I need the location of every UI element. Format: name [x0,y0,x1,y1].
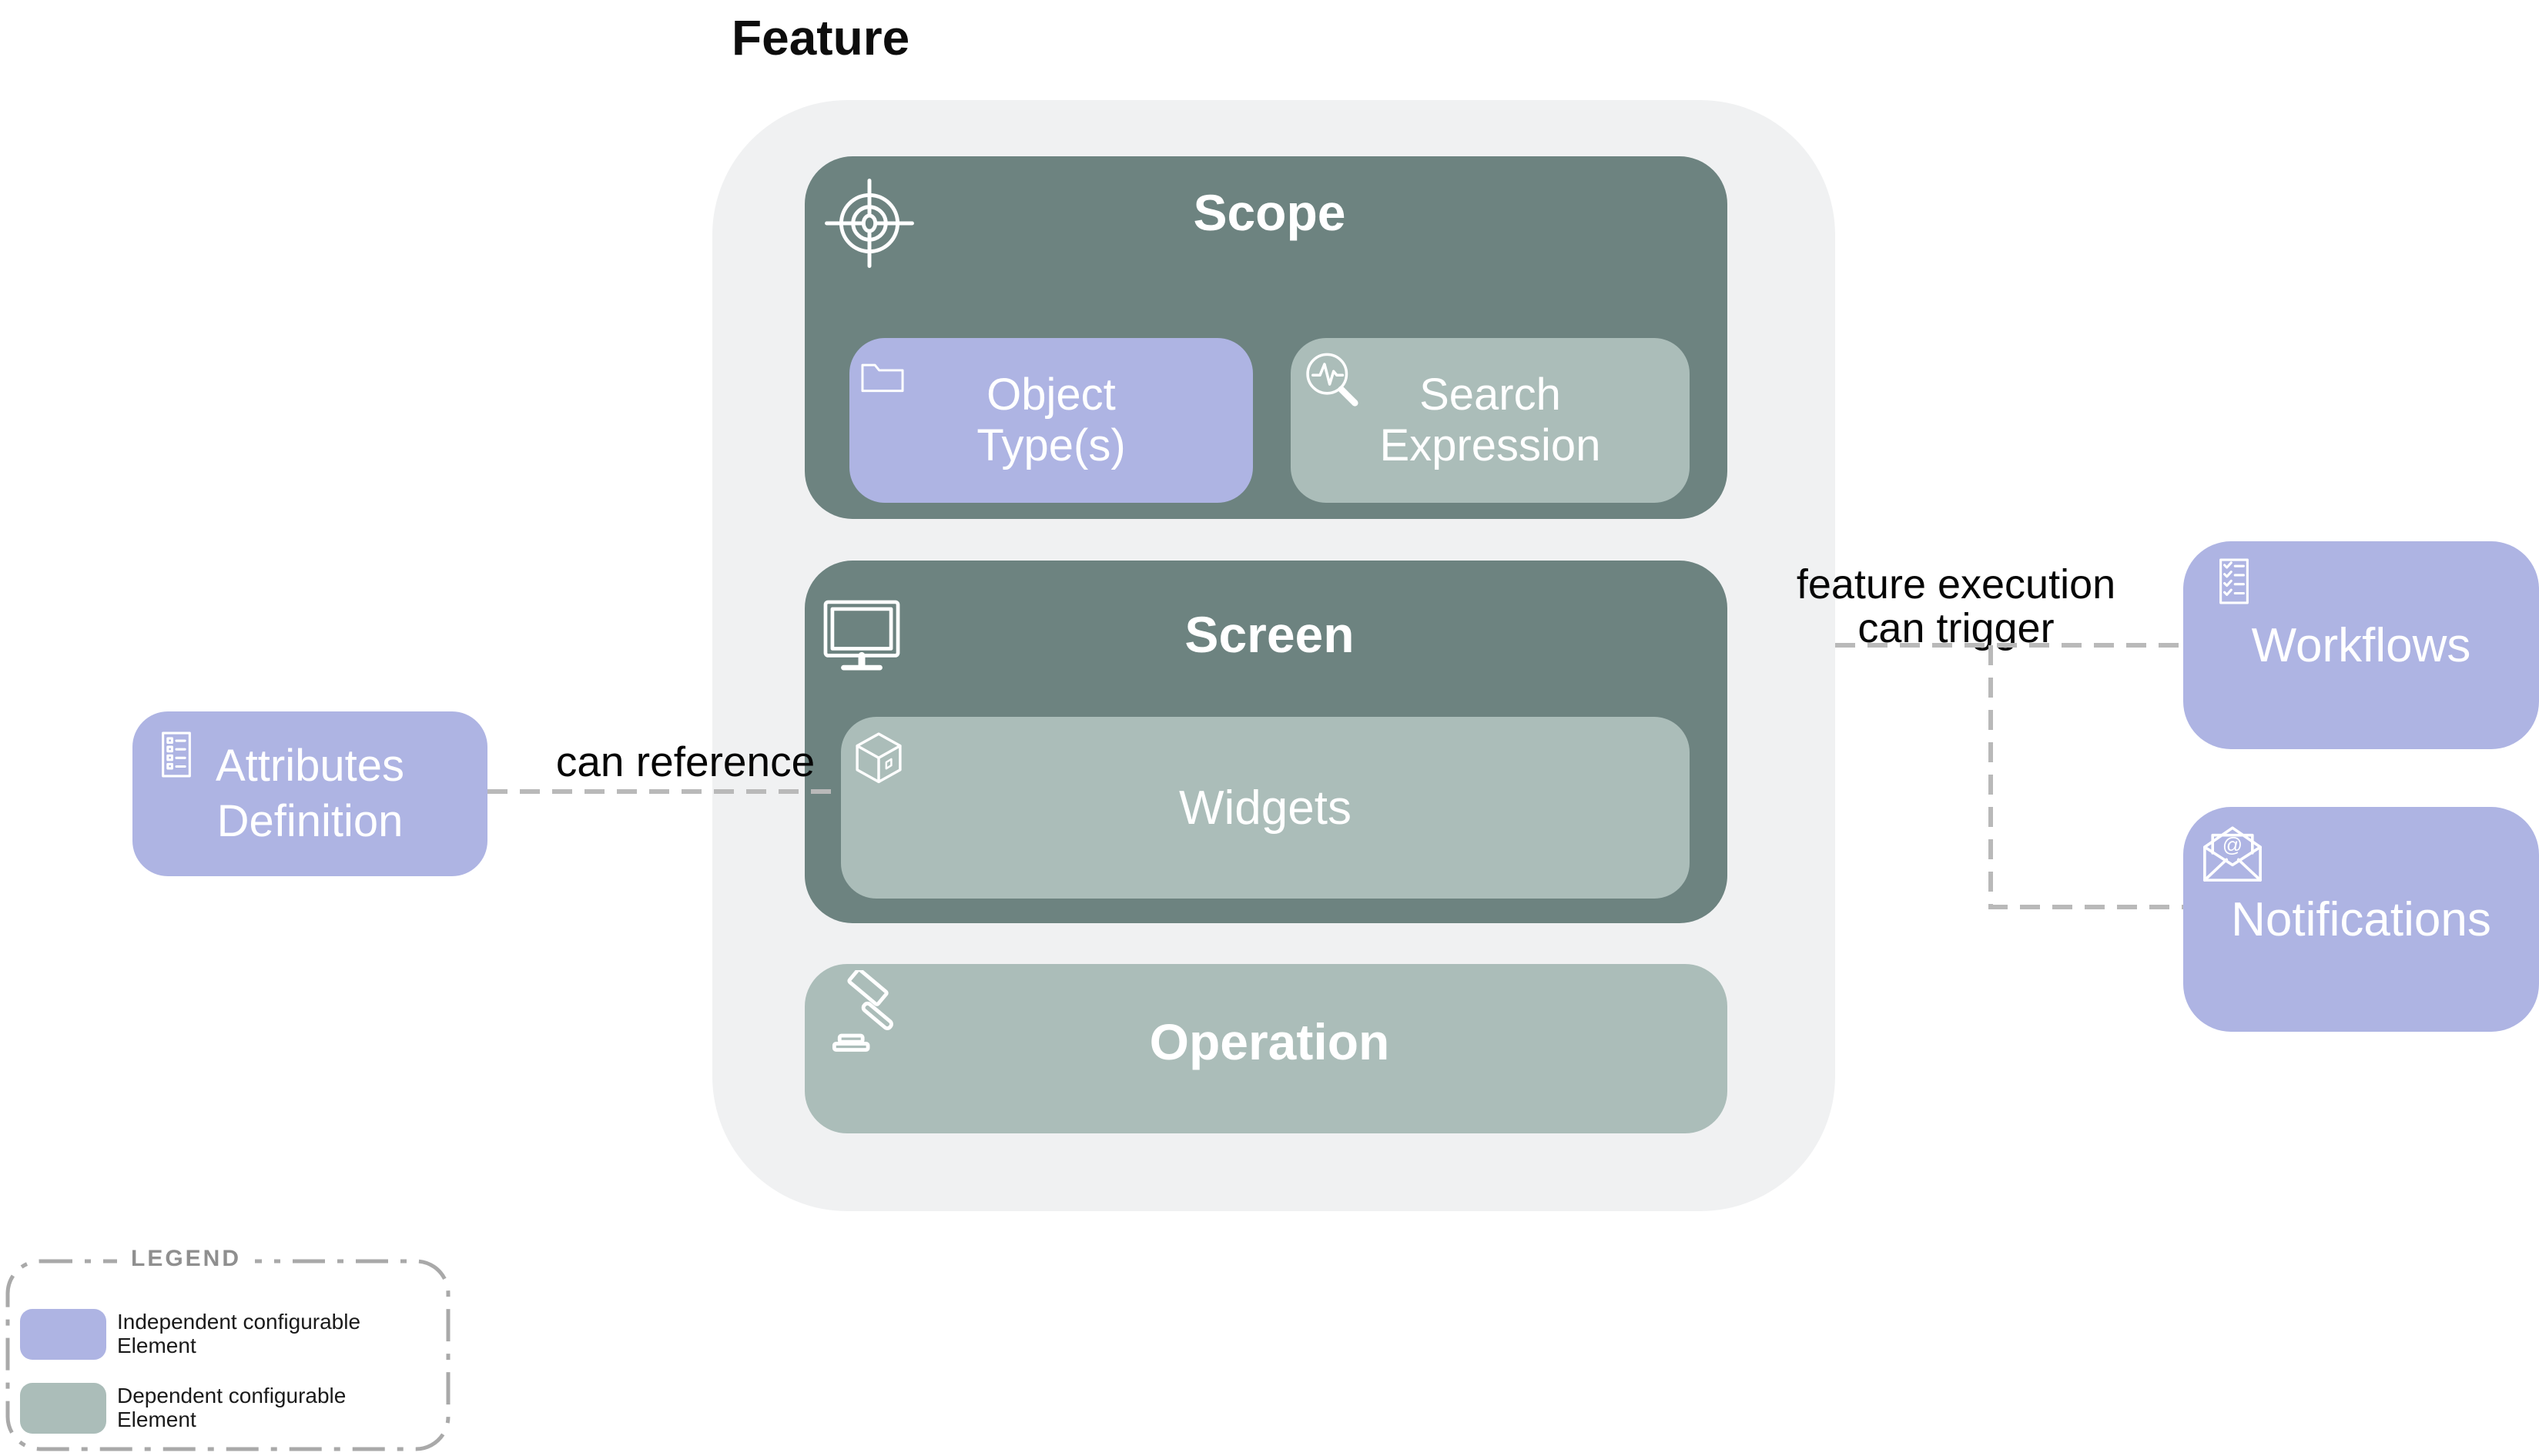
node-widgets: Widgets [841,717,1690,899]
can-reference-label: can reference [555,738,816,785]
node-object-types-label: Object Type(s) [976,370,1126,470]
legend-swatch-dependent [20,1383,106,1434]
node-workflows: Workflows [2183,541,2539,749]
legend-label-independent: Independent configurable Element [117,1310,361,1357]
screen-title: Screen [1184,606,1355,663]
legend-swatch-independent [20,1309,106,1360]
node-attributes-definition: Attributes Definition [132,711,487,876]
node-workflows-label: Workflows [2251,618,2471,672]
feature-execution-trigger-label: feature execution can trigger [1796,561,2116,651]
operation-box [805,964,1727,1133]
legend-title: LEGEND [117,1246,256,1272]
node-notifications: Notifications [2183,807,2539,1032]
node-search-expression-label: Search Expression [1379,370,1601,470]
node-attributes-definition-label: Attributes Definition [216,741,404,846]
scope-title: Scope [1193,184,1346,241]
node-notifications-label: Notifications [2231,892,2491,946]
node-search-expression: Search Expression [1291,338,1690,503]
node-widgets-label: Widgets [1179,781,1352,835]
legend-label-dependent: Dependent configurable Element [117,1384,347,1431]
diagram-title: Feature [732,10,910,65]
operation-title: Operation [1149,1013,1390,1070]
node-object-types: Object Type(s) [849,338,1253,503]
trigger-line-notifications [1988,645,2183,909]
